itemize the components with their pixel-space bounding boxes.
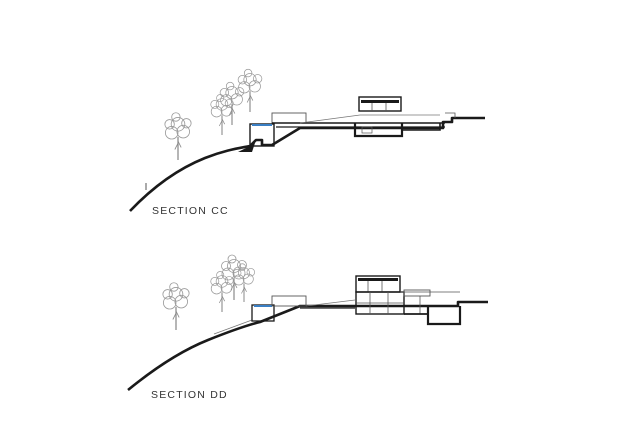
deck-pavilion xyxy=(271,112,307,124)
section-dd-label: SECTION DD xyxy=(151,389,228,401)
basement xyxy=(426,306,462,326)
section-cc-label: SECTION CC xyxy=(152,205,229,217)
ground-line xyxy=(127,300,488,392)
tree-icon xyxy=(219,81,245,126)
deck-pavilion xyxy=(271,295,307,307)
section-dd-drawing xyxy=(127,254,488,392)
tree-icon xyxy=(210,270,234,313)
section-cc-drawing xyxy=(129,68,485,212)
retaining-wall xyxy=(238,140,256,152)
ground-line xyxy=(129,116,485,212)
tree-icon xyxy=(162,282,190,331)
house-upper-volume xyxy=(358,96,402,112)
tree-icon xyxy=(237,68,263,113)
tree-icon xyxy=(164,112,192,161)
